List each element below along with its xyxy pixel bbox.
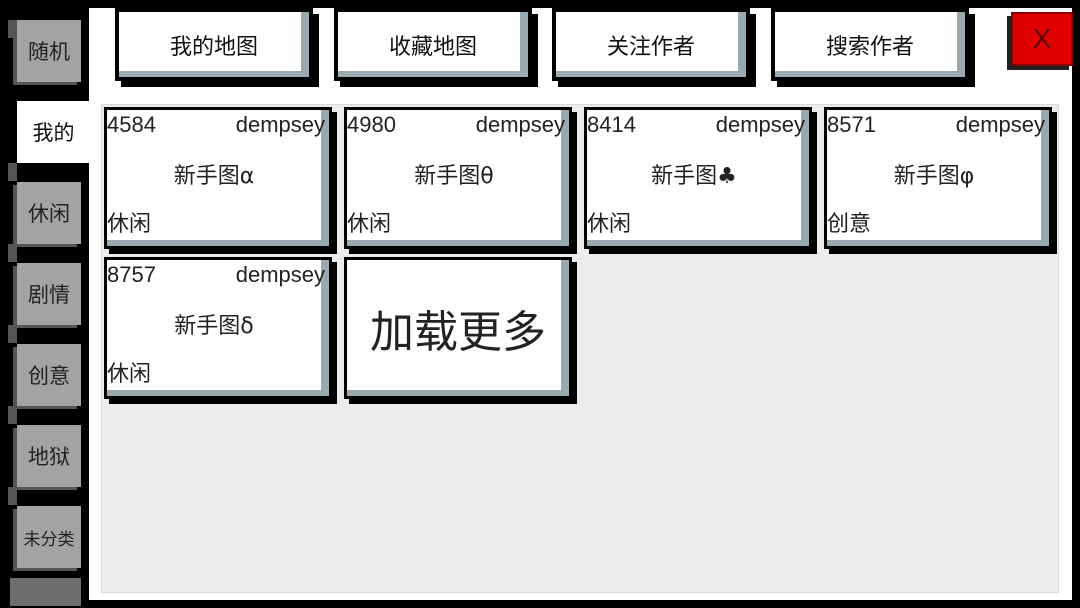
- map-title: 新手图♣: [651, 164, 737, 189]
- tab-mine[interactable]: 我的: [17, 101, 90, 163]
- map-category: 创意: [827, 212, 872, 237]
- map-card[interactable]: 4584 dempsey 新手图α 休闲: [104, 107, 332, 249]
- button-label: 关注作者: [606, 34, 695, 60]
- tab-story[interactable]: 剧情: [17, 263, 81, 325]
- map-title: 新手图α: [173, 164, 255, 189]
- map-category: 休闲: [107, 362, 152, 387]
- favorite-maps-button[interactable]: 收藏地图: [334, 8, 532, 81]
- map-card[interactable]: 8571 dempsey 新手图φ 创意: [824, 107, 1052, 249]
- sidebar-footer: [10, 578, 81, 606]
- tab-label: 创意: [28, 364, 70, 388]
- map-id: 8571: [827, 112, 876, 137]
- map-author: dempsey: [235, 262, 325, 287]
- map-title: 新手图θ: [414, 164, 494, 189]
- tab-label: 随机: [28, 40, 70, 64]
- map-category: 休闲: [347, 212, 392, 237]
- map-id: 4980: [347, 112, 396, 137]
- sidebar-notch: [8, 163, 17, 181]
- my-maps-button[interactable]: 我的地图: [115, 8, 313, 81]
- search-authors-button[interactable]: 搜索作者: [771, 8, 969, 81]
- map-author: dempsey: [955, 112, 1045, 137]
- map-card[interactable]: 8414 dempsey 新手图♣ 休闲: [584, 107, 812, 249]
- tab-label: 未分类: [23, 529, 75, 550]
- map-author: dempsey: [235, 112, 325, 137]
- button-label: 收藏地图: [388, 34, 477, 60]
- sidebar-notch: [8, 20, 17, 38]
- map-author: dempsey: [475, 112, 565, 137]
- map-id: 8757: [107, 262, 156, 287]
- tab-hell[interactable]: 地狱: [17, 425, 81, 487]
- tab-label: 休闲: [28, 202, 70, 226]
- map-category: 休闲: [107, 212, 152, 237]
- sidebar-notch: [8, 325, 17, 343]
- map-title: 新手图δ: [174, 314, 254, 339]
- category-sidebar: 随机 我的 休闲 剧情 创意 地狱 未分类: [0, 0, 90, 608]
- close-button[interactable]: X: [1011, 12, 1073, 66]
- map-category: 休闲: [587, 212, 632, 237]
- close-icon: X: [1032, 23, 1052, 54]
- tab-casual[interactable]: 休闲: [17, 182, 81, 244]
- map-id: 4584: [107, 112, 156, 137]
- sidebar-notch: [8, 487, 17, 505]
- sidebar-notch: [8, 244, 17, 262]
- map-id: 8414: [587, 112, 636, 137]
- map-card[interactable]: 4980 dempsey 新手图θ 休闲: [344, 107, 572, 249]
- map-title: 新手图φ: [893, 164, 975, 189]
- tab-label: 我的: [32, 121, 75, 145]
- button-label: 我的地图: [169, 34, 258, 60]
- load-more-button[interactable]: 加载更多: [344, 257, 572, 399]
- tab-uncategorized[interactable]: 未分类: [17, 506, 81, 568]
- tab-label: 地狱: [28, 445, 70, 469]
- tab-random[interactable]: 随机: [17, 20, 81, 82]
- follow-authors-button[interactable]: 关注作者: [552, 8, 750, 81]
- tab-label: 剧情: [28, 283, 70, 307]
- map-author: dempsey: [715, 112, 805, 137]
- sidebar-notch: [8, 406, 17, 424]
- button-label: 搜索作者: [825, 34, 914, 60]
- load-more-label: 加载更多: [370, 307, 546, 358]
- map-card[interactable]: 8757 dempsey 新手图δ 休闲: [104, 257, 332, 399]
- tab-creative[interactable]: 创意: [17, 344, 81, 406]
